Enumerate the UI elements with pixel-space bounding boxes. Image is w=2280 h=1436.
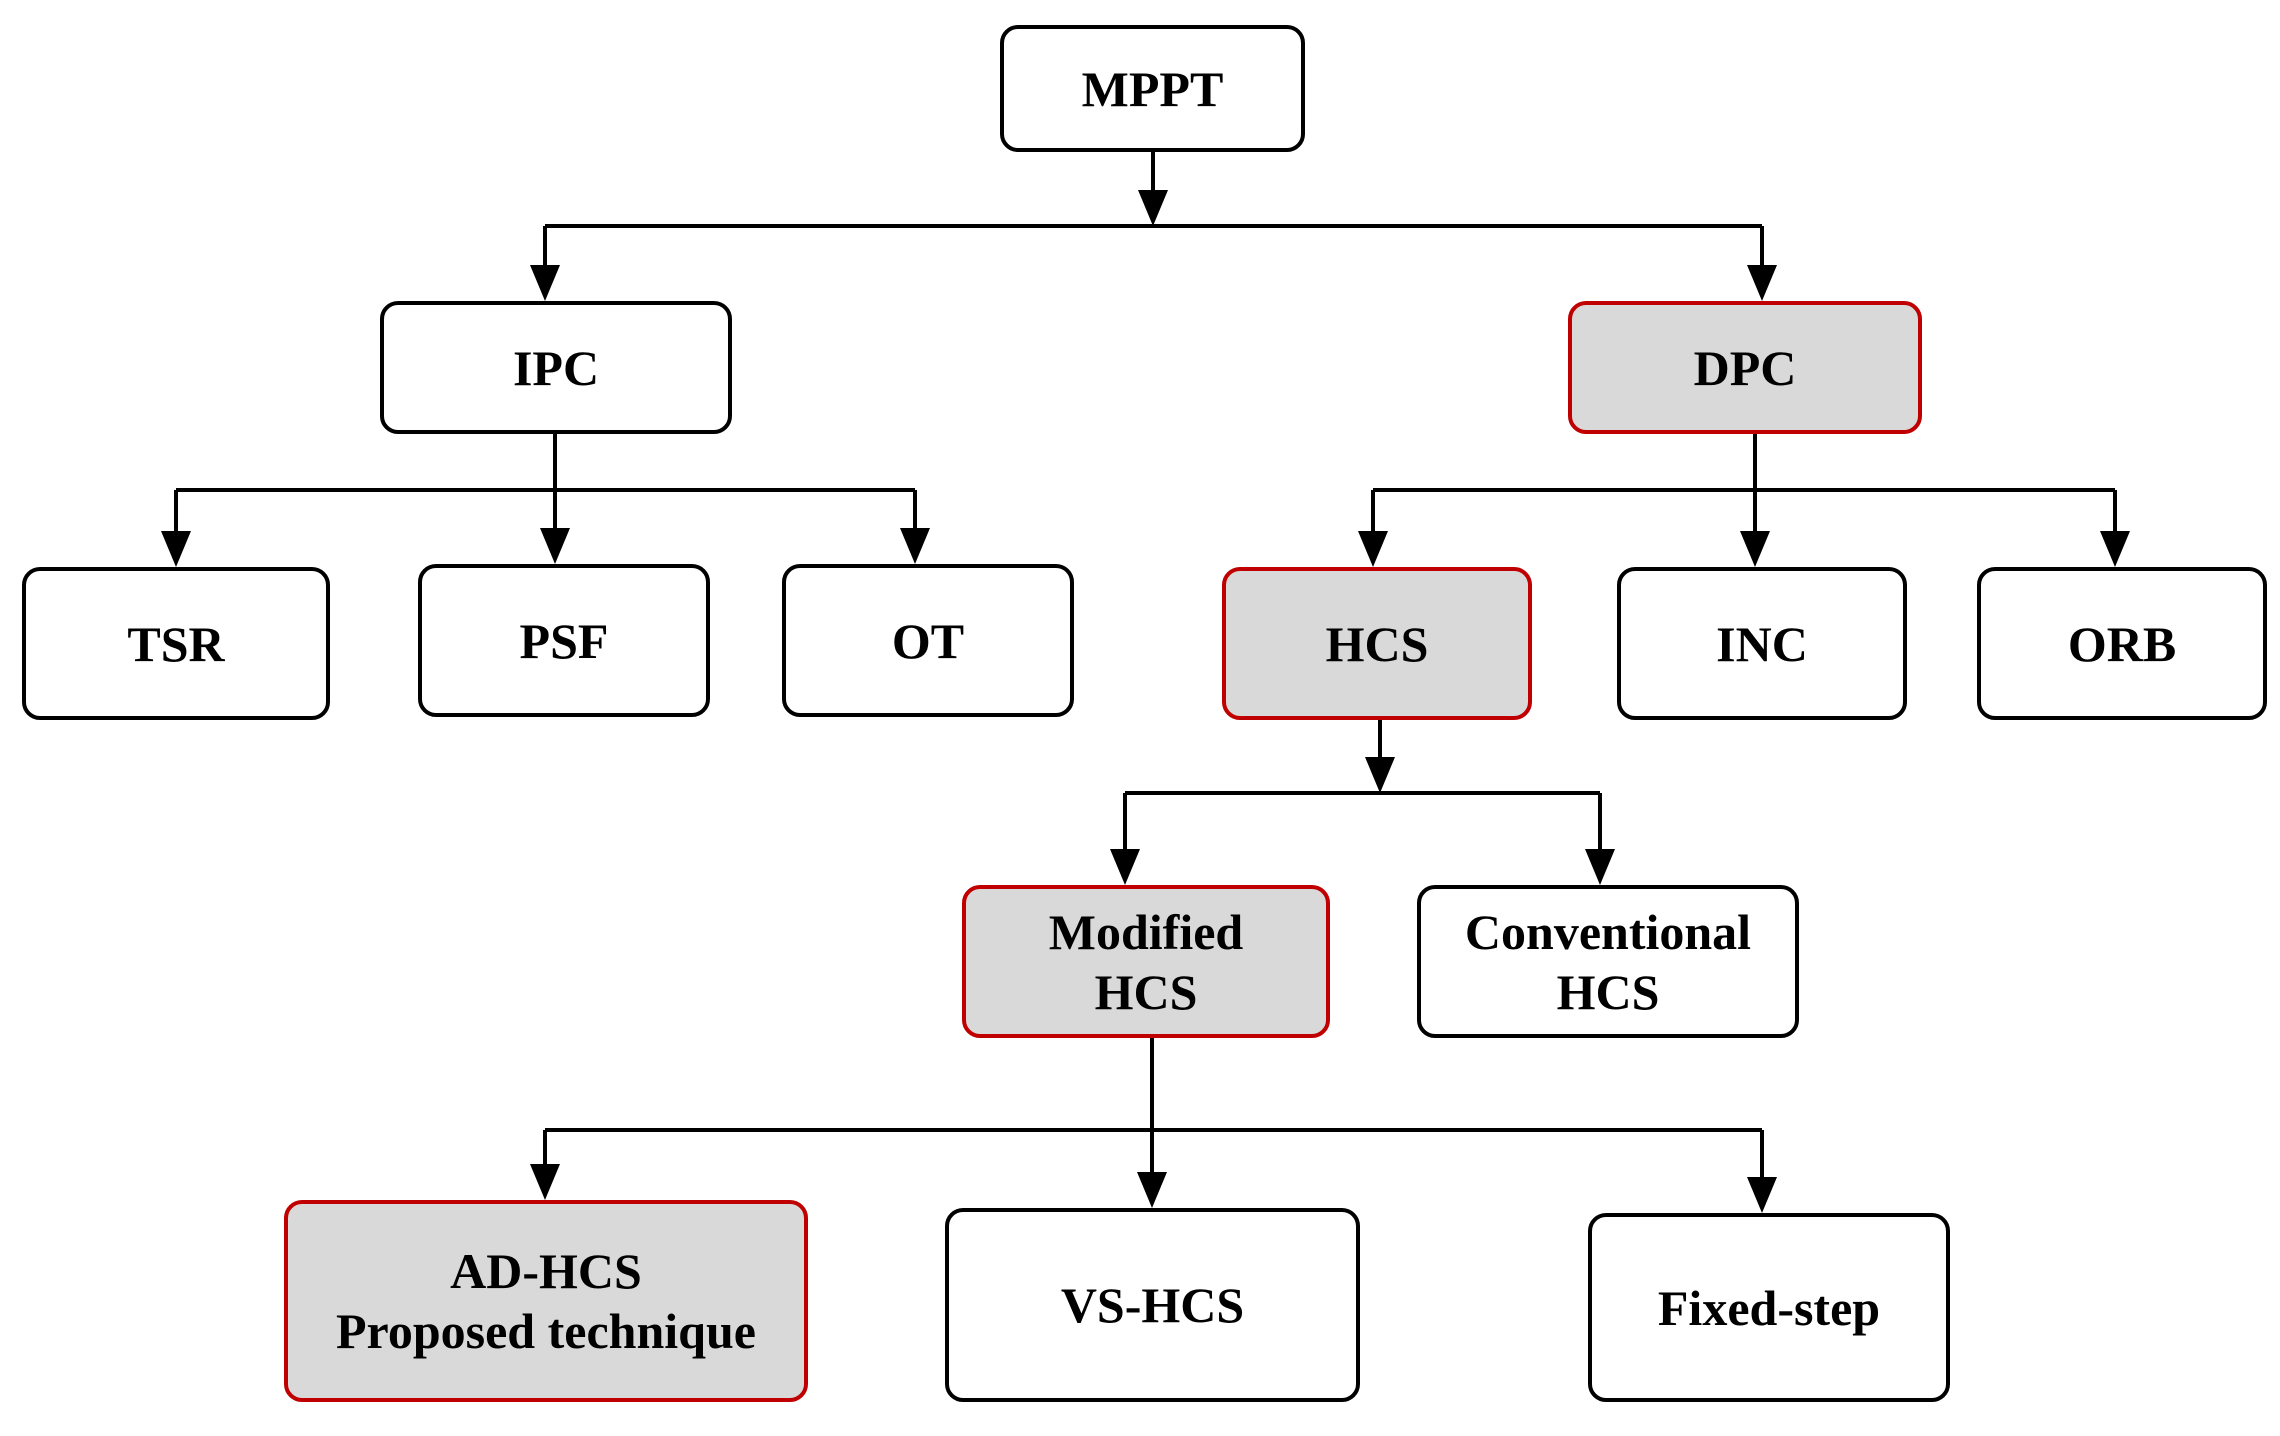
arrow-mppt-bus-arrowhead <box>1138 190 1168 226</box>
node-fixed-step: Fixed-step <box>1588 1213 1950 1402</box>
node-ipc: IPC <box>380 301 732 434</box>
node-fixed-step-label: Fixed-step <box>1657 1279 1881 1336</box>
arrow-to-orb-arrowhead <box>2100 531 2130 567</box>
node-mppt: MPPT <box>1000 25 1305 152</box>
node-dpc: DPC <box>1568 301 1922 434</box>
node-tsr-label: TSR <box>127 615 225 672</box>
arrow-to-tsr-arrowhead <box>161 531 191 567</box>
node-conventional-hcs: Conventional HCS <box>1417 885 1799 1038</box>
node-orb: ORB <box>1977 567 2267 720</box>
arrow-to-ipc-arrowhead <box>530 265 560 301</box>
arrow-to-modified-arrowhead <box>1110 849 1140 885</box>
node-psf: PSF <box>418 564 710 717</box>
node-psf-label: PSF <box>519 612 609 669</box>
node-ad-hcs-label-line2: Proposed technique <box>336 1303 756 1359</box>
node-vs-hcs-label: VS-HCS <box>1060 1277 1245 1333</box>
node-ad-hcs-label-line1: AD-HCS <box>450 1243 642 1299</box>
arrow-to-inc-arrowhead <box>1740 531 1770 567</box>
node-ot: OT <box>782 564 1074 717</box>
arrow-to-hcs-arrowhead <box>1358 531 1388 567</box>
node-tsr: TSR <box>22 567 330 720</box>
node-hcs-label: HCS <box>1325 615 1429 672</box>
arrow-to-psf-arrowhead <box>540 528 570 564</box>
arrow-to-ot-arrowhead <box>900 528 930 564</box>
arrow-to-adhcs-arrowhead <box>530 1164 560 1200</box>
arrow-to-conventional-arrowhead <box>1585 849 1615 885</box>
node-orb-label: ORB <box>2067 615 2177 672</box>
node-hcs: HCS <box>1222 567 1532 720</box>
arrow-to-vshcs-arrowhead <box>1137 1172 1167 1208</box>
arrow-hcs-bus-arrowhead <box>1365 757 1395 793</box>
node-vs-hcs: VS-HCS <box>945 1208 1360 1402</box>
arrow-to-fixed-arrowhead <box>1747 1177 1777 1213</box>
node-mppt-label: MPPT <box>1081 60 1224 117</box>
node-conventional-hcs-label-line2: HCS <box>1556 963 1660 1020</box>
node-modified-hcs-label-line2: HCS <box>1094 963 1198 1020</box>
node-ot-label: OT <box>891 612 965 669</box>
node-ipc-label: IPC <box>512 339 600 396</box>
arrow-to-dpc-arrowhead <box>1747 265 1777 301</box>
node-modified-hcs: Modified HCS <box>962 885 1330 1038</box>
node-conventional-hcs-label-line1: Conventional <box>1464 903 1752 960</box>
node-inc-label: INC <box>1716 615 1808 672</box>
node-ad-hcs: AD-HCS Proposed technique <box>284 1200 808 1402</box>
node-modified-hcs-label-line1: Modified <box>1048 903 1244 960</box>
node-dpc-label: DPC <box>1693 339 1797 396</box>
node-inc: INC <box>1617 567 1907 720</box>
